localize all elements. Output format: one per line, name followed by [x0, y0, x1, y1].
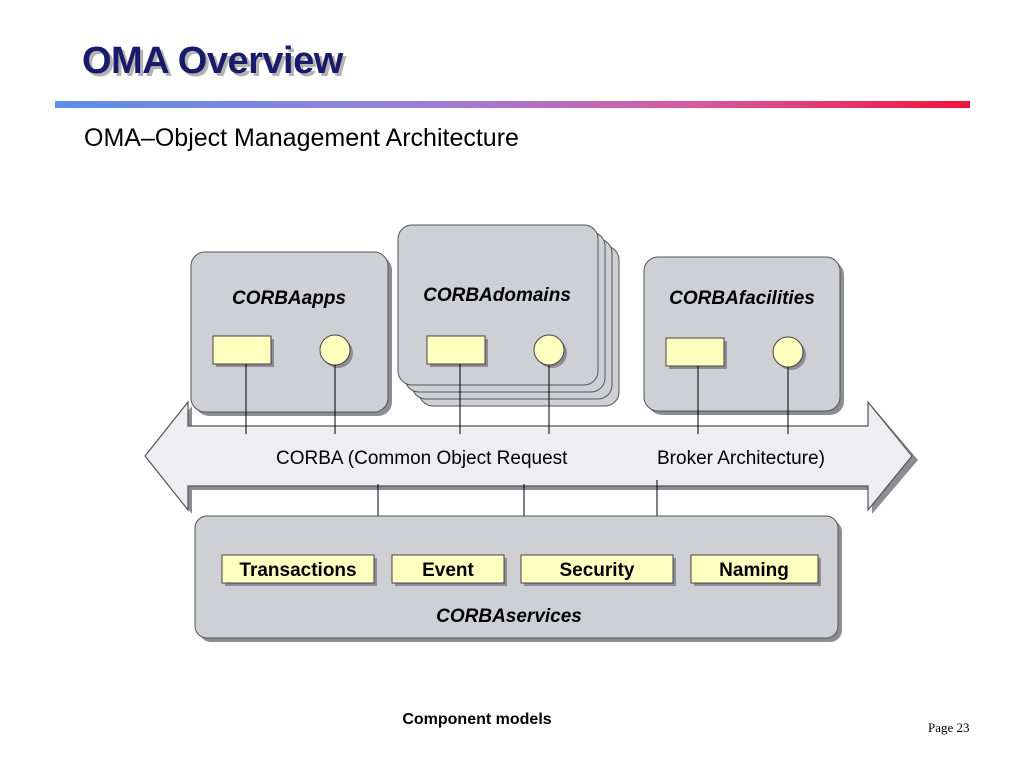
corba-services-box: Transactions Event Security Naming CORBA… — [194, 515, 842, 642]
corba-apps-interface — [212, 335, 272, 365]
corba-domains-label: CORBAdomains — [423, 285, 571, 306]
corba-services-panel — [194, 515, 839, 639]
service-security-box — [520, 554, 674, 584]
slide-subtitle: OMA–Object Management Architecture — [84, 124, 519, 152]
service-naming-box — [690, 554, 819, 584]
corba-facilities-panel — [643, 256, 841, 412]
corba-facilities-object — [772, 336, 804, 368]
orb-bus-label-part2: Broker Architecture) — [657, 448, 825, 469]
slide-title: OMA Overview — [82, 40, 343, 82]
title-divider — [55, 101, 970, 108]
corba-facilities-interface — [665, 337, 725, 367]
corba-services-label: CORBAservices — [436, 606, 582, 627]
upper-connectors — [245, 364, 789, 434]
corba-apps-box: CORBAapps — [190, 251, 392, 416]
orb-bus-arrow — [144, 400, 913, 512]
service-naming-label: Naming — [719, 560, 789, 581]
corba-domains-box: CORBAdomains — [397, 224, 620, 407]
orb-bus-label-part1: CORBA (Common Object Request — [276, 448, 568, 469]
corba-domains-interface — [426, 335, 486, 365]
corba-facilities-label: CORBAfacilities — [669, 288, 815, 309]
corba-apps-panel — [190, 251, 389, 413]
service-event-label: Event — [422, 560, 474, 581]
page-number: Page 23 — [928, 720, 970, 735]
corba-apps-label: CORBAapps — [232, 288, 346, 309]
corba-facilities-box: CORBAfacilities — [643, 256, 844, 415]
corba-apps-object — [319, 334, 351, 366]
service-transactions-label: Transactions — [239, 560, 356, 581]
service-event-box — [391, 554, 505, 584]
corba-domains-object — [533, 334, 565, 366]
lower-connectors — [377, 480, 658, 516]
service-transactions-box — [221, 554, 375, 584]
component-models-label: Component models — [402, 711, 551, 728]
orb-bus: CORBA (Common Object Request Broker Arch… — [144, 400, 918, 514]
service-security-label: Security — [560, 560, 635, 581]
